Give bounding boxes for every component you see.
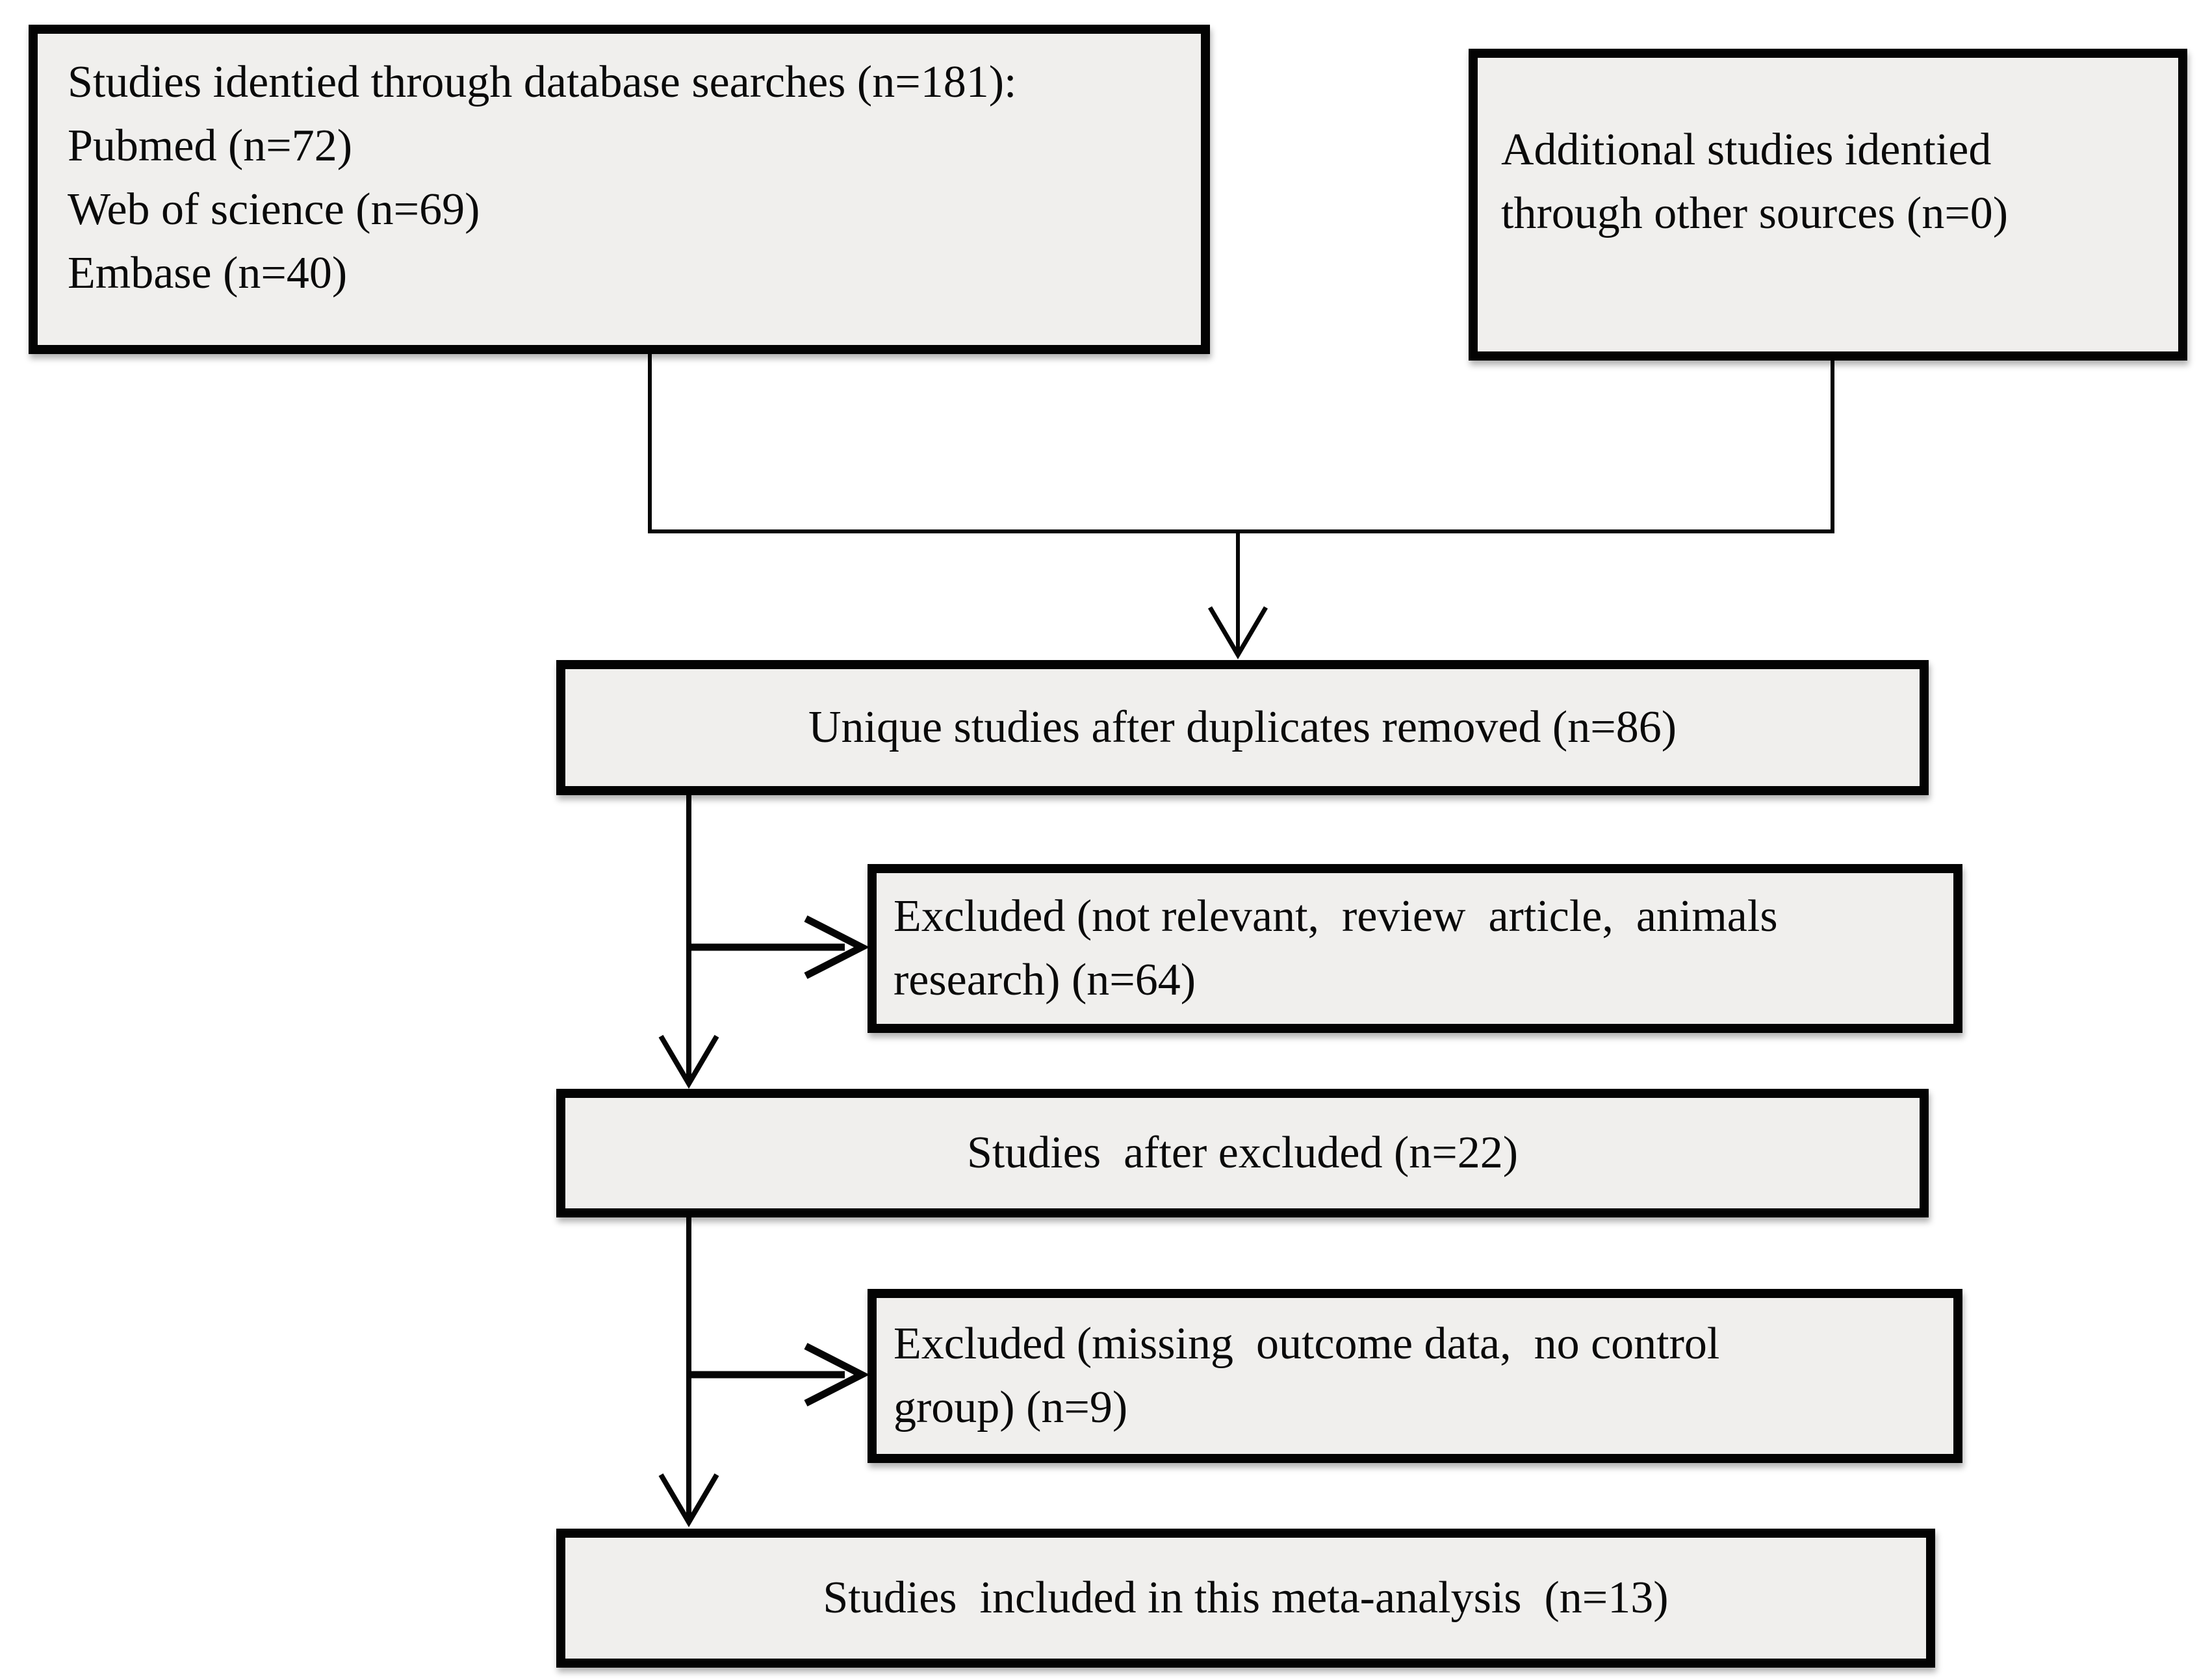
box-excluded-screening-text: Excluded (not relevant, review article, … [894, 891, 1778, 1005]
box-included-meta-analysis: Studies included in this meta-analysis (… [556, 1529, 1935, 1668]
box-after-excluded-text: Studies after excluded (n=22) [966, 1128, 1519, 1178]
trunk-arrow-head-2-icon [658, 1473, 719, 1527]
box-after-excluded: Studies after excluded (n=22) [556, 1089, 1929, 1217]
trunk-arrow-head-1-icon [658, 1034, 719, 1089]
box-other-sources: Additional studies identied through othe… [1469, 49, 2187, 361]
merge-connector-line [648, 351, 1834, 533]
box-excluded-eligibility-text: Excluded (missing outcome data, no contr… [894, 1319, 1720, 1432]
box-unique-studies: Unique studies after duplicates removed … [556, 660, 1929, 795]
box-database-search-text: Studies identied through database search… [68, 57, 1017, 298]
box-database-search: Studies identied through database search… [29, 25, 1210, 354]
box-other-sources-text: Additional studies identied through othe… [1501, 125, 2009, 238]
box-unique-studies-text: Unique studies after duplicates removed … [808, 702, 1677, 752]
box-excluded-screening: Excluded (not relevant, review article, … [868, 864, 1962, 1033]
arrow-to-unique-head-icon [1207, 606, 1268, 659]
box-included-meta-analysis-text: Studies included in this meta-analysis (… [823, 1573, 1669, 1623]
branch-arrow-head-screening-icon [804, 915, 870, 979]
branch-arrow-head-eligibility-icon [804, 1343, 870, 1406]
box-excluded-eligibility: Excluded (missing outcome data, no contr… [868, 1289, 1962, 1463]
